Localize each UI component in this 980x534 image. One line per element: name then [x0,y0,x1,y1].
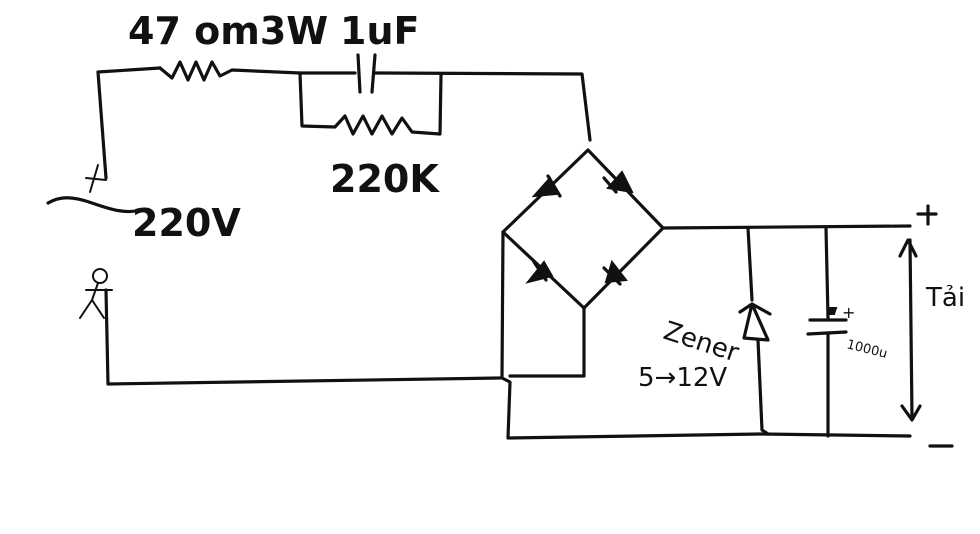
label-capacitor: 1uF [340,9,419,53]
bottom-rail [758,432,912,438]
bridge-left-wire [500,230,762,440]
ac-terminal-mark [85,164,107,193]
parallel-loop [298,71,443,136]
label-zener: Zener [660,316,743,368]
bridge-rectifier [500,148,912,440]
wire-left-vertical [96,66,162,180]
bridge-right-wire [661,224,912,230]
ground-body [79,282,113,319]
label-ac-source: 220V [132,201,241,245]
return-wire [104,288,502,386]
output-rails [758,204,954,448]
bridge-outline [501,148,665,310]
diode-top-left-icon [531,176,558,198]
ground-symbol [79,268,502,386]
label-electrolytic: 1000u [845,337,889,362]
label-zener-range: 5→12V [638,363,727,393]
plus-mark-icon [916,204,938,226]
load-arrow [898,238,922,422]
cap-plus-dot [827,307,838,315]
label-parallel-resistor: 220K [330,157,440,201]
series-resistor-symbol [158,60,302,82]
label-electrolytic-plus: + [842,303,855,322]
zener-diode [738,226,772,436]
ac-source [46,164,144,214]
bridge-bottom-wire [508,306,586,378]
ac-wave-icon [46,196,144,214]
label-series-resistor: 47 om3W [128,9,328,53]
zener-symbol [738,302,772,342]
wire-after-capacitor [373,71,592,142]
input-branch [96,53,592,180]
ground-head [92,268,108,284]
capacitor-plate-left [356,53,362,94]
output-capacitor [806,226,848,438]
cap-wire-top [824,226,830,320]
label-load: Tải [925,283,965,313]
diode-top-right-icon [606,170,634,194]
